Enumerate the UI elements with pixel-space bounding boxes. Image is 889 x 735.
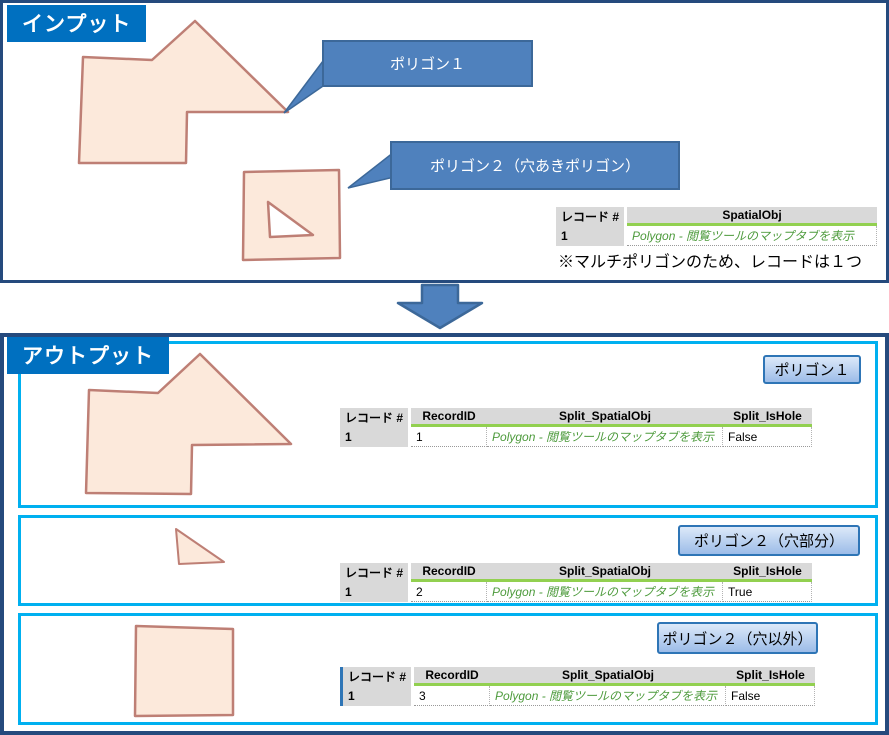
record-number-header: レコード #: [343, 667, 415, 686]
output-table-polygon2-outer: レコード # RecordID Split_SpatialObj Split_I…: [340, 667, 816, 706]
callout-polygon1-label: ポリゴン１: [389, 56, 465, 73]
input-polygon1-shape: [77, 19, 290, 165]
table-row: 1 2 Polygon - 閲覧ツールのマップタブを表示 True: [340, 582, 813, 602]
split-spatialobj-header: Split_SpatialObj: [487, 563, 724, 582]
recordid-header: RecordID: [414, 667, 491, 686]
polygon1-button[interactable]: ポリゴン１: [763, 355, 861, 384]
recordid-cell: 3: [414, 686, 491, 706]
table-header-row: レコード # RecordID Split_SpatialObj Split_I…: [340, 563, 813, 582]
split-spatialobj-link[interactable]: Polygon - 閲覧ツールのマップタブを表示: [490, 686, 727, 706]
record-number-cell: 1: [556, 226, 628, 246]
callout2-tail: [347, 150, 395, 189]
table-header-row: レコード # SpatialObj: [556, 207, 878, 226]
split-ishole-header: Split_IsHole: [723, 563, 813, 582]
spatialobj-header: SpatialObj: [627, 207, 878, 226]
spatialobj-link[interactable]: Polygon - 閲覧ツールのマップタブを表示: [627, 226, 878, 246]
split-spatialobj-link[interactable]: Polygon - 閲覧ツールのマップタブを表示: [487, 427, 724, 447]
record-number-header: レコード #: [556, 207, 628, 226]
polygon2-outer-button[interactable]: ポリゴン２（穴以外）: [657, 622, 818, 654]
recordid-header: RecordID: [411, 563, 488, 582]
table-row: 1 1 Polygon - 閲覧ツールのマップタブを表示 False: [340, 427, 813, 447]
output-section-title: アウトプット: [7, 337, 169, 374]
output-table-polygon2-hole: レコード # RecordID Split_SpatialObj Split_I…: [340, 563, 813, 602]
polygon2-hole-button-label: ポリゴン２（穴部分）: [693, 533, 844, 550]
split-ishole-cell: False: [723, 427, 813, 447]
recordid-cell: 1: [411, 427, 488, 447]
callout-polygon2-label: ポリゴン２（穴あきポリゴン）: [429, 158, 640, 175]
table-row: 1 3 Polygon - 閲覧ツールのマップタブを表示 False: [343, 686, 816, 706]
split-spatialobj-link[interactable]: Polygon - 閲覧ツールのマップタブを表示: [487, 582, 724, 602]
polygon2-hole-button[interactable]: ポリゴン２（穴部分）: [678, 525, 860, 556]
split-ishole-cell: False: [726, 686, 816, 706]
recordid-header: RecordID: [411, 408, 488, 427]
table-header-row: レコード # RecordID Split_SpatialObj Split_I…: [340, 408, 813, 427]
split-spatialobj-header: Split_SpatialObj: [487, 408, 724, 427]
polygon2-outer-button-label: ポリゴン２（穴以外）: [662, 630, 813, 648]
record-number-cell: 1: [343, 686, 415, 706]
record-number-cell: 1: [340, 582, 412, 602]
record-number-cell: 1: [340, 427, 412, 447]
input-record-table: レコード # SpatialObj 1 Polygon - 閲覧ツールのマップタ…: [556, 207, 878, 246]
input-section-title: インプット: [7, 5, 147, 42]
callout-polygon2: ポリゴン２（穴あきポリゴン）: [390, 141, 680, 190]
output-hole-triangle-shape: [175, 528, 225, 565]
down-arrow-icon: [396, 283, 484, 330]
split-ishole-header: Split_IsHole: [726, 667, 816, 686]
split-spatialobj-header: Split_SpatialObj: [490, 667, 727, 686]
table-row: 1 Polygon - 閲覧ツールのマップタブを表示: [556, 226, 878, 246]
input-polygon2-with-hole-shape: [241, 168, 342, 262]
output-table-polygon1: レコード # RecordID Split_SpatialObj Split_I…: [340, 408, 813, 447]
split-ishole-header: Split_IsHole: [723, 408, 813, 427]
callout-polygon1: ポリゴン１: [322, 40, 533, 87]
output-square-shape: [133, 624, 235, 718]
split-ishole-cell: True: [723, 582, 813, 602]
recordid-cell: 2: [411, 582, 488, 602]
record-number-header: レコード #: [340, 408, 412, 427]
polygon1-button-label: ポリゴン１: [774, 362, 850, 379]
record-number-header: レコード #: [340, 563, 412, 582]
table-header-row: レコード # RecordID Split_SpatialObj Split_I…: [343, 667, 816, 686]
output-polygon1-shape: [84, 352, 293, 496]
callout1-tail: [283, 56, 327, 114]
multipolygon-note: ※マルチポリゴンのため、レコードは１つ: [558, 254, 863, 271]
